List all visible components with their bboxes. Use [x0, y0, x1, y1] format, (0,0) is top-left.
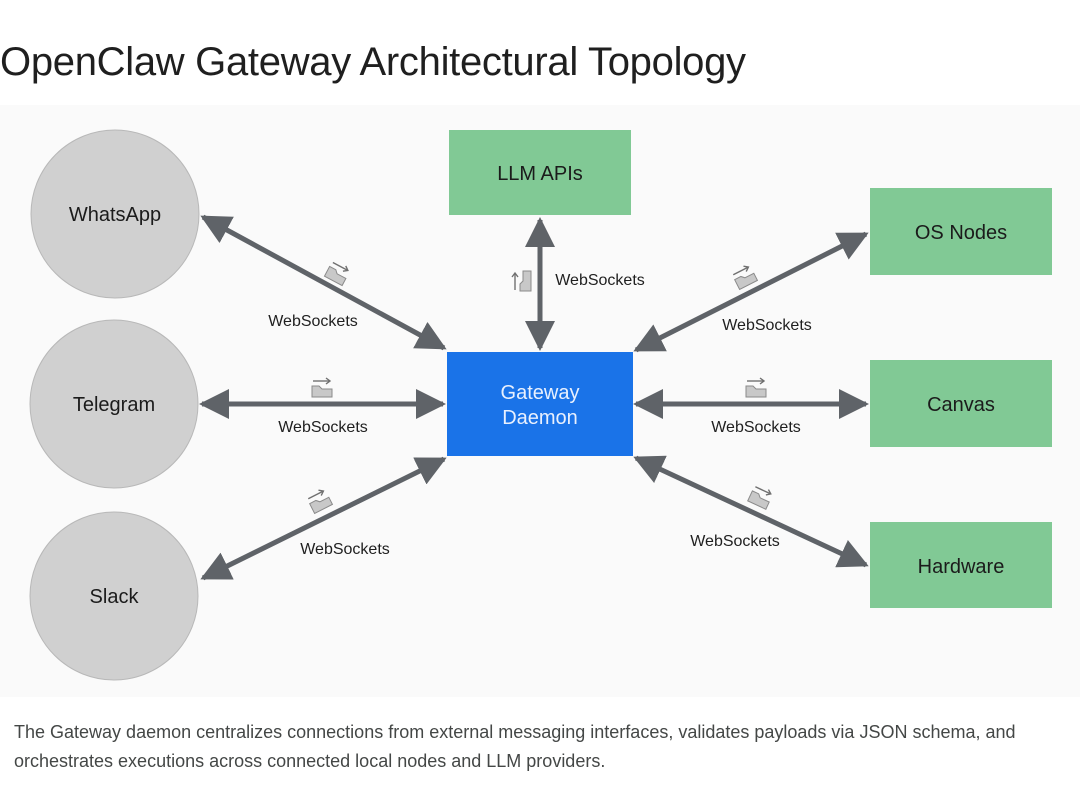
edge-label-llm: WebSockets [555, 272, 645, 289]
node-canvas[interactable]: Canvas [870, 360, 1052, 447]
node-os-nodes[interactable]: OS Nodes [870, 188, 1052, 275]
folder-transfer-icon [511, 270, 532, 292]
edge-label-canvas: WebSockets [711, 419, 801, 436]
telegram-circle [29, 319, 199, 489]
node-label-llm-apis: LLM APIs [497, 163, 583, 185]
figure-caption: The Gateway daemon centralizes connectio… [14, 722, 1016, 771]
node-label-telegram: Telegram [73, 394, 155, 416]
llm-apis-box [449, 130, 631, 215]
gateway-label-line-2: Daemon [502, 407, 578, 429]
node-llm-apis[interactable]: LLM APIs [449, 130, 631, 215]
node-slack[interactable]: Slack [29, 511, 199, 681]
edge-label-hardware: WebSockets [690, 533, 780, 550]
edge-whatsapp-gateway [200, 214, 447, 351]
folder-transfer-icon [747, 482, 775, 510]
os-nodes-box [870, 188, 1052, 275]
page-title: OpenClaw Gateway Architectural Topology [0, 40, 746, 84]
folder-transfer-icon [323, 258, 352, 287]
node-label-whatsapp: WhatsApp [69, 204, 161, 226]
folder-transfer-icon [311, 377, 333, 398]
edge-labels: WebSockets WebSockets WebSockets WebSock… [268, 272, 812, 558]
edge-gateway-hardware [633, 455, 869, 568]
edges [199, 214, 869, 581]
edge-slack-gateway [200, 456, 447, 581]
node-whatsapp[interactable]: WhatsApp [30, 129, 200, 299]
edge-label-whatsapp: WebSockets [268, 313, 358, 330]
edge-gateway-os [633, 231, 869, 353]
gateway-label-line-1: Gateway [501, 382, 580, 404]
node-label-os-nodes: OS Nodes [915, 222, 1007, 244]
node-telegram[interactable]: Telegram [29, 319, 199, 489]
edge-label-telegram: WebSockets [278, 419, 368, 436]
node-label-canvas: Canvas [927, 394, 995, 416]
slack-circle [29, 511, 199, 681]
canvas-box [870, 360, 1052, 447]
folder-transfer-icon [730, 262, 759, 291]
hardware-box [870, 522, 1052, 608]
node-gateway[interactable]: Gateway Daemon [447, 352, 633, 456]
node-hardware[interactable]: Hardware [870, 522, 1052, 608]
node-label-slack: Slack [90, 586, 140, 608]
folder-transfer-icon [305, 486, 334, 515]
whatsapp-circle [30, 129, 200, 299]
node-label-hardware: Hardware [918, 556, 1005, 578]
gateway-box [447, 352, 633, 456]
folder-transfer-icon [745, 377, 767, 398]
edge-label-slack: WebSockets [300, 541, 390, 558]
edge-label-os: WebSockets [722, 317, 812, 334]
